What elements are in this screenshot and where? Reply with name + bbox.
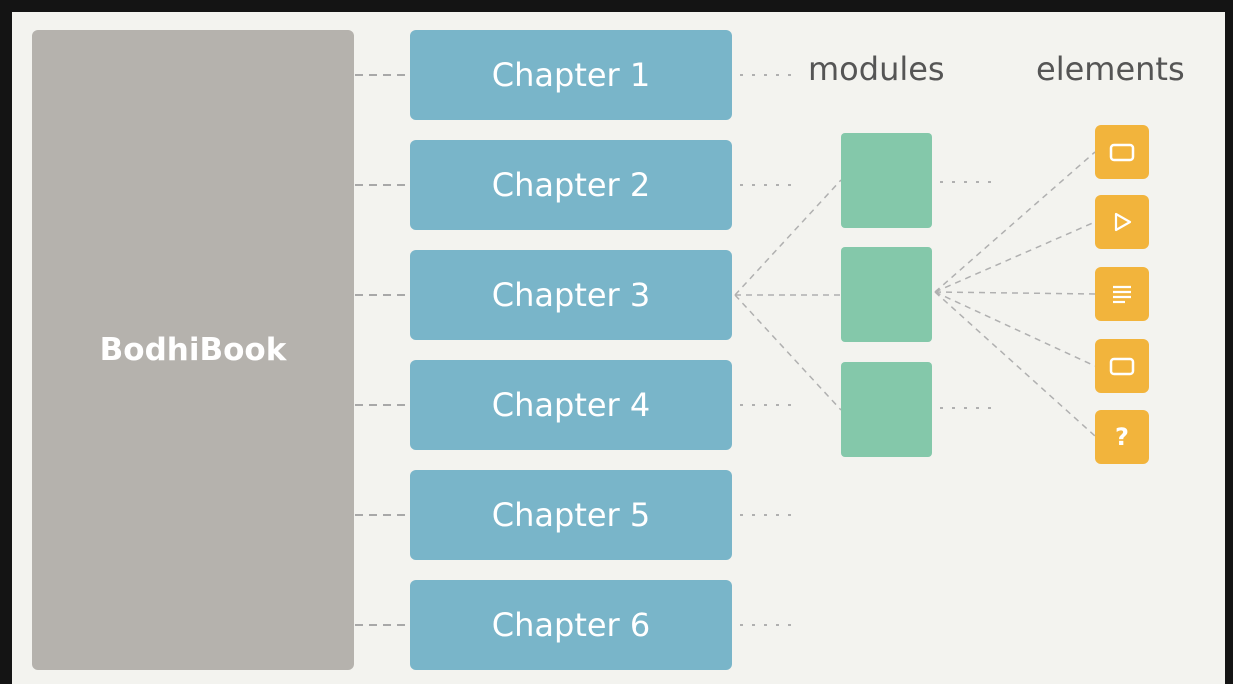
module-2 [841,247,932,342]
chapter-5-label: Chapter 5 [491,496,651,534]
module-2-to-element-4 [934,291,1096,367]
element-2 [1095,195,1149,249]
module-2-to-element-3 [934,291,1096,295]
chapter-3-label: Chapter 3 [491,276,651,314]
chapter-4-label: Chapter 4 [491,386,651,424]
element-3 [1095,267,1149,321]
bodhibook-label: BodhiBook [99,332,287,368]
chapter-1-label: Chapter 1 [491,56,651,94]
chapter-4-box: Chapter 4 [410,360,732,450]
window-icon [1109,357,1135,376]
bodhibook-block: BodhiBook [32,30,354,670]
play-icon [1114,212,1132,232]
module-1 [841,133,932,228]
element-4 [1095,339,1149,393]
module-3 [841,362,932,457]
elements-header: elements [1036,50,1185,88]
chapter-6-label: Chapter 6 [491,606,651,644]
modules-header: modules [808,50,945,88]
text-lines-icon [1113,285,1131,304]
chapter-2-box: Chapter 2 [410,140,732,230]
chapter-3-to-module-3 [734,294,842,411]
window-icon [1109,143,1135,162]
chapter-3-to-module-1 [734,179,842,296]
module-2-to-element-2 [934,221,1096,293]
chapter-2-label: Chapter 2 [491,166,651,204]
element-1 [1095,125,1149,179]
chapter-1-box: Chapter 1 [410,30,732,120]
question-icon: ? [1115,423,1129,451]
module-2-to-element-1 [934,151,1096,293]
element-5: ? [1095,410,1149,464]
chapter-3-box: Chapter 3 [410,250,732,340]
module-2-to-element-5 [934,291,1096,437]
chapter-5-box: Chapter 5 [410,470,732,560]
chapter-6-box: Chapter 6 [410,580,732,670]
